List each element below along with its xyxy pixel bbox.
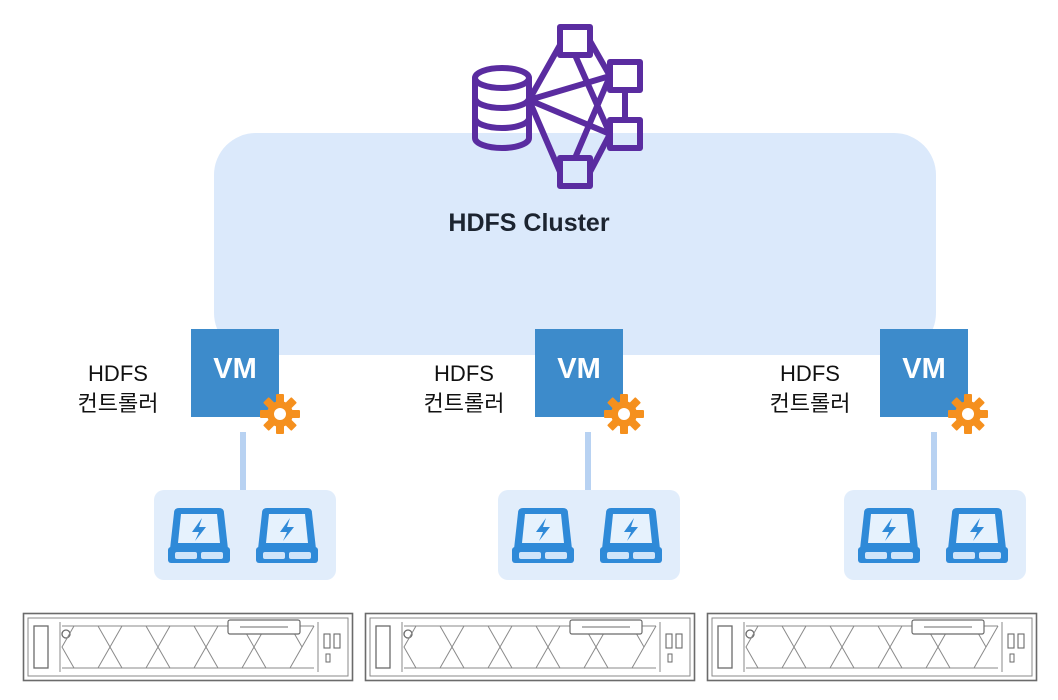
vm-disk-connector bbox=[585, 432, 591, 490]
controller-label-line2: 컨트롤러 bbox=[77, 391, 159, 416]
gear-icon bbox=[260, 394, 300, 434]
controller-label-line2: 컨트롤러 bbox=[769, 391, 851, 416]
gear-icon bbox=[948, 394, 988, 434]
controller-label-line1: HDFS bbox=[434, 361, 494, 386]
vm-disk-connector bbox=[240, 432, 246, 490]
rack-server-icon bbox=[706, 612, 1038, 682]
hdfs-cluster-box bbox=[214, 133, 936, 355]
database-network-icon bbox=[472, 24, 643, 189]
controller-label-line2: 컨트롤러 bbox=[423, 391, 505, 416]
rack-server-icon bbox=[364, 612, 696, 682]
hdfs-controller-label: HDFS 컨트롤러 bbox=[755, 359, 865, 419]
ssd-group bbox=[498, 490, 680, 580]
controller-label-line1: HDFS bbox=[88, 361, 148, 386]
ssd-flash-icon bbox=[946, 508, 1008, 563]
gear-icon bbox=[604, 394, 644, 434]
ssd-flash-icon bbox=[168, 508, 230, 563]
cluster-title: HDFS Cluster bbox=[448, 209, 610, 237]
ssd-flash-icon bbox=[600, 508, 662, 563]
rack-server-icon bbox=[22, 612, 354, 682]
ssd-flash-icon bbox=[512, 508, 574, 563]
controller-label-line1: HDFS bbox=[780, 361, 840, 386]
ssd-flash-icon bbox=[256, 508, 318, 563]
hdfs-controller-label: HDFS 컨트롤러 bbox=[63, 359, 173, 419]
ssd-group bbox=[844, 490, 1026, 580]
hdfs-controller-label: HDFS 컨트롤러 bbox=[409, 359, 519, 419]
ssd-group bbox=[154, 490, 336, 580]
vm-disk-connector bbox=[931, 432, 937, 490]
ssd-flash-icon bbox=[858, 508, 920, 563]
